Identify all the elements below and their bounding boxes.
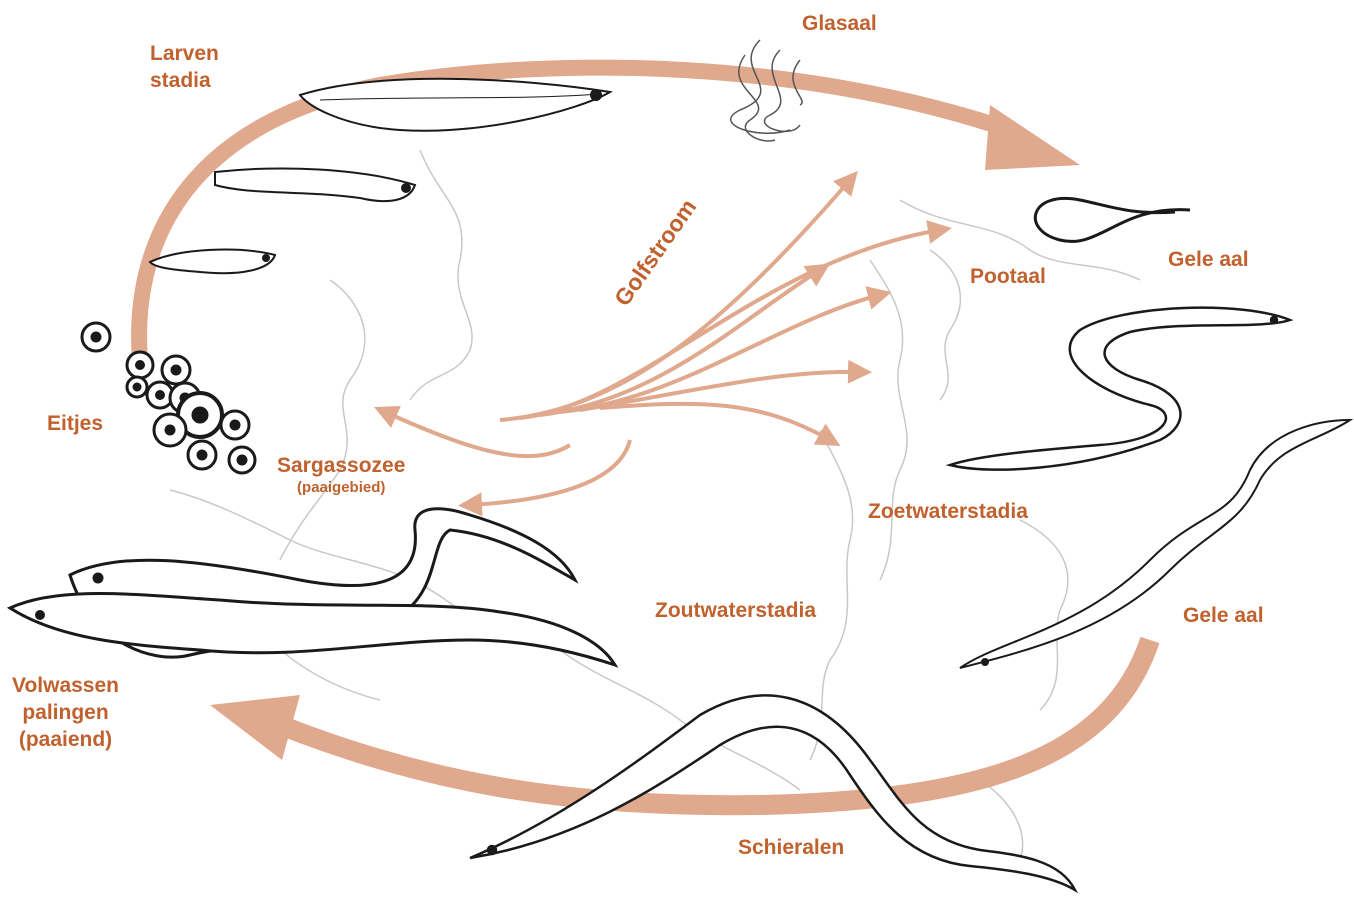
label-saltwater: Zoutwaterstadia bbox=[655, 597, 816, 624]
label-adult-line2: palingen bbox=[12, 699, 119, 726]
label-sargasso: Sargassozee bbox=[277, 452, 405, 479]
label-elver: Pootaal bbox=[970, 263, 1046, 290]
cycle-arrow-bottom-head bbox=[210, 695, 300, 760]
cycle-arrow-top-head bbox=[985, 105, 1080, 170]
glass-eel-icon bbox=[731, 40, 802, 141]
label-yellow-eel-bottom: Gele aal bbox=[1183, 602, 1264, 629]
label-adult-line1: Volwassen bbox=[12, 672, 119, 699]
adult-eel-icon bbox=[10, 509, 615, 665]
label-yellow-eel-top: Gele aal bbox=[1168, 246, 1249, 273]
label-larval-line1: Larven bbox=[150, 40, 219, 67]
yellow-eel-icon bbox=[950, 308, 1290, 470]
label-larval-stages: Larven stadia bbox=[150, 40, 219, 94]
label-adult-line3: (paaiend) bbox=[12, 726, 119, 753]
label-adult-eels: Volwassen palingen (paaiend) bbox=[12, 672, 119, 753]
label-sargasso-sea: Sargassozee (paaigebied) bbox=[277, 452, 405, 497]
cycle-arrow-top bbox=[139, 68, 1010, 360]
label-silver-eels: Schieralen bbox=[738, 834, 844, 861]
label-sargasso-sub: (paaigebied) bbox=[277, 479, 405, 497]
label-glass-eel: Glasaal bbox=[802, 10, 877, 37]
leptocephalus-larva-icon bbox=[150, 79, 610, 273]
label-freshwater: Zoetwaterstadia bbox=[868, 498, 1028, 525]
elver-icon bbox=[1035, 198, 1190, 241]
label-larval-line2: stadia bbox=[150, 67, 219, 94]
egg-cluster-icon bbox=[82, 323, 255, 473]
label-eggs: Eitjes bbox=[47, 410, 103, 437]
